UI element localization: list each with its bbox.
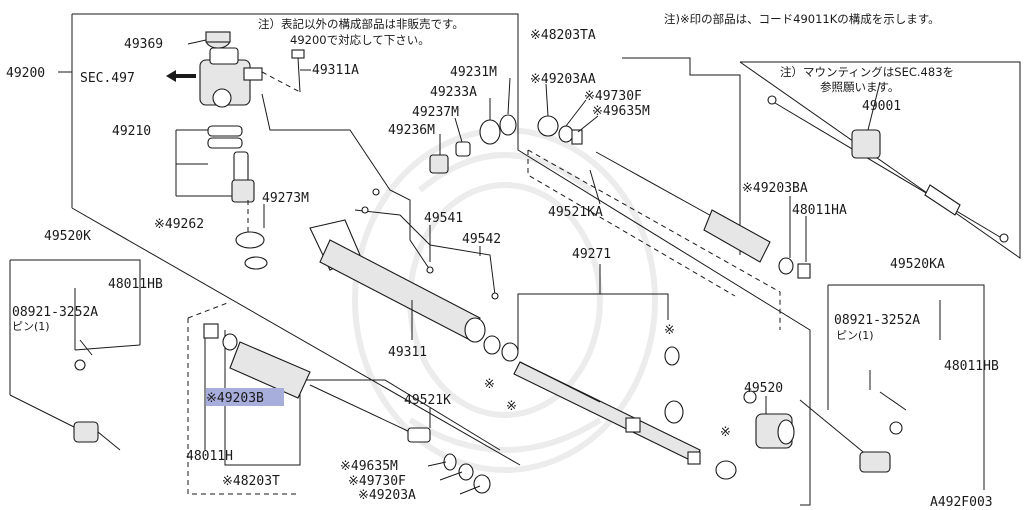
label-48011h[interactable]: 48011H (186, 449, 233, 464)
star-mark-4: ※ (720, 425, 731, 440)
label-49635m-top[interactable]: ※49635M (592, 104, 650, 119)
label-49521k[interactable]: 49521K (404, 393, 451, 408)
label-49203b[interactable]: ※49203B (206, 391, 264, 406)
label-49311[interactable]: 49311 (388, 345, 427, 360)
label-49203ba[interactable]: ※49203BA (742, 181, 808, 196)
label-49369[interactable]: 49369 (124, 37, 163, 52)
rack-49271[interactable] (513, 346, 701, 465)
highlight-49203b (206, 388, 284, 406)
label-49236m[interactable]: 49236M (388, 123, 435, 138)
label-49231m[interactable]: 49231M (450, 65, 497, 80)
label-49271[interactable]: 49271 (572, 247, 611, 262)
boot-right[interactable] (537, 115, 811, 279)
note-refer: 参照願います。 (820, 80, 899, 94)
label-pin-right: ピン(1) (836, 329, 874, 342)
label-48203t[interactable]: ※48203T (222, 474, 280, 489)
label-08921-right[interactable]: 08921-3252A (834, 313, 920, 328)
label-48011ha[interactable]: 48011HA (792, 203, 847, 218)
label-49730f-top[interactable]: ※49730F (584, 89, 642, 104)
gear-assembly-49001[interactable] (767, 95, 1009, 243)
tie-rod-end-left[interactable] (73, 339, 121, 451)
label-49635m-bot[interactable]: ※49635M (340, 459, 398, 474)
note-mounting: 注）マウンティングはSEC.483を (780, 65, 954, 79)
label-49542[interactable]: 49542 (462, 232, 501, 247)
label-49237m[interactable]: 49237M (412, 105, 459, 120)
label-49311a[interactable]: 49311A (312, 63, 359, 78)
label-49521ka[interactable]: 49521KA (548, 205, 603, 220)
note-use-49200: 49200で対応して下さい。 (290, 33, 430, 47)
label-49233a[interactable]: 49233A (430, 85, 477, 100)
label-49541[interactable]: 49541 (424, 211, 463, 226)
star-mark-1: ※ (664, 323, 675, 338)
figure-code: A492F003 (930, 495, 993, 510)
note-not-sold: 注）表記以外の構成部品は非販売です。 (258, 17, 464, 31)
label-49001[interactable]: 49001 (862, 99, 901, 114)
label-49203aa[interactable]: ※49203AA (530, 72, 596, 87)
star-mark-3: ※ (506, 399, 517, 414)
seal-set-49210[interactable] (175, 125, 255, 203)
seal-rings[interactable] (429, 114, 517, 174)
leader-lines (74, 39, 941, 495)
washer-49262[interactable] (235, 200, 268, 270)
label-49210[interactable]: 49210 (112, 124, 151, 139)
note-kit-code: 注)※印の部品は、コード49011Kの構成を示します。 (664, 12, 940, 26)
label-49520[interactable]: 49520 (744, 381, 783, 396)
label-49200[interactable]: 49200 (6, 66, 45, 81)
label-49520ka[interactable]: 49520KA (890, 257, 945, 272)
sec497-arrow-icon (166, 70, 196, 82)
label-49730f-bot[interactable]: ※49730F (348, 474, 406, 489)
assembly-outline (9, 13, 1021, 506)
bolt-49311a[interactable] (261, 49, 305, 93)
label-48011hb-right[interactable]: 48011HB (944, 359, 999, 374)
label-pin-left: ピン(1) (12, 320, 50, 333)
tie-rod-end-right[interactable] (799, 370, 907, 473)
label-sec497[interactable]: SEC.497 (80, 71, 135, 86)
label-49273m[interactable]: 49273M (262, 191, 309, 206)
rack-housing-49311[interactable] (309, 219, 519, 362)
label-48203ta[interactable]: ※48203TA (530, 28, 596, 43)
boot-left[interactable] (203, 323, 491, 494)
label-49520k[interactable]: 49520K (44, 229, 91, 244)
label-08921-left[interactable]: 08921-3252A (12, 305, 98, 320)
star-mark-2: ※ (484, 377, 495, 392)
labels: 注)※印の部品は、コード49011Kの構成を示します。 注）表記以外の構成部品は… (6, 12, 999, 510)
cap-49369[interactable] (205, 31, 231, 49)
gear-housing-49200[interactable] (199, 47, 263, 108)
label-49262[interactable]: ※49262 (154, 217, 204, 232)
bushing-49520[interactable] (715, 390, 795, 480)
label-48011hb-left[interactable]: 48011HB (108, 277, 163, 292)
label-49203a[interactable]: ※49203A (358, 488, 416, 503)
